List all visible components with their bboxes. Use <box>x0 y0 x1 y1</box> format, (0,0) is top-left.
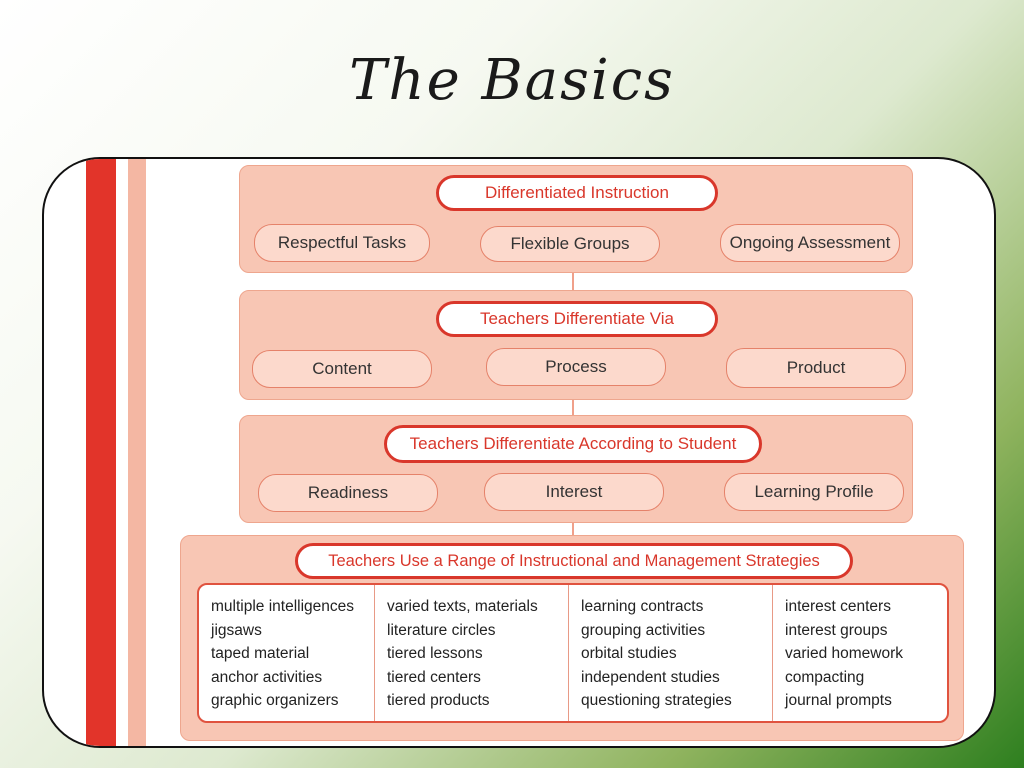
slide-title: The Basics <box>349 48 675 113</box>
strategy-item: tiered products <box>387 692 490 709</box>
strategies-column: varied texts, materials literature circl… <box>375 585 569 721</box>
strategy-item: journal prompts <box>785 692 892 709</box>
tier3-item-learning-profile: Learning Profile <box>724 473 904 511</box>
tier2-item-process: Process <box>486 348 666 386</box>
strategy-item: orbital studies <box>581 645 677 662</box>
tier-differentiate-via: Teachers Differentiate Via Content Proce… <box>239 290 913 400</box>
tier3-item-interest: Interest <box>484 473 664 511</box>
decorative-stripe-white <box>116 159 128 746</box>
decorative-stripe-pink <box>128 159 146 746</box>
strategies-column: interest centers interest groups varied … <box>773 585 947 721</box>
tier2-header: Teachers Differentiate Via <box>436 301 718 337</box>
strategy-item: interest groups <box>785 621 888 639</box>
strategy-item: graphic organizers <box>211 692 339 709</box>
tier1-item-respectful-tasks: Respectful Tasks <box>254 224 430 262</box>
strategy-item: grouping activities <box>581 621 706 639</box>
strategy-item: varied homework <box>785 645 904 662</box>
tier1-item-ongoing-assessment: Ongoing Assessment <box>720 224 900 262</box>
strategy-item: multiple intelligences <box>211 598 355 615</box>
strategies-table: multiple intelligences jigsaws taped mat… <box>197 583 949 723</box>
tier3-header: Teachers Differentiate According to Stud… <box>384 425 762 463</box>
strategies-column: multiple intelligences jigsaws taped mat… <box>199 585 375 721</box>
tier2-item-product: Product <box>726 348 906 388</box>
strategy-item: tiered centers <box>387 668 481 686</box>
tier1-item-flexible-groups: Flexible Groups <box>480 226 660 262</box>
connector-line <box>572 523 574 535</box>
tier2-item-content: Content <box>252 350 432 388</box>
diagram-panel: Differentiated Instruction Respectful Ta… <box>42 157 996 748</box>
strategy-item: tiered lessons <box>387 645 483 662</box>
tier-strategies: Teachers Use a Range of Instructional an… <box>180 535 964 741</box>
tier4-header: Teachers Use a Range of Instructional an… <box>295 543 853 579</box>
strategy-item: questioning strategies <box>581 692 732 709</box>
strategy-item: literature circles <box>387 621 496 639</box>
strategy-item: learning contracts <box>581 598 704 615</box>
connector-line <box>572 400 574 415</box>
tier-differentiated-instruction: Differentiated Instruction Respectful Ta… <box>239 165 913 273</box>
strategy-item: independent studies <box>581 668 720 686</box>
tier3-item-readiness: Readiness <box>258 474 438 512</box>
strategy-item: jigsaws <box>211 621 262 639</box>
strategy-item: anchor activities <box>211 668 323 686</box>
connector-line <box>572 273 574 290</box>
strategy-item: varied texts, materials <box>387 598 538 615</box>
strategy-item: interest centers <box>785 598 891 615</box>
tier-according-to-student: Teachers Differentiate According to Stud… <box>239 415 913 523</box>
tier1-header: Differentiated Instruction <box>436 175 718 211</box>
decorative-stripe-red <box>86 159 116 746</box>
strategy-item: taped material <box>211 645 310 662</box>
strategies-column: learning contracts grouping activities o… <box>569 585 773 721</box>
strategy-item: compacting <box>785 668 865 686</box>
